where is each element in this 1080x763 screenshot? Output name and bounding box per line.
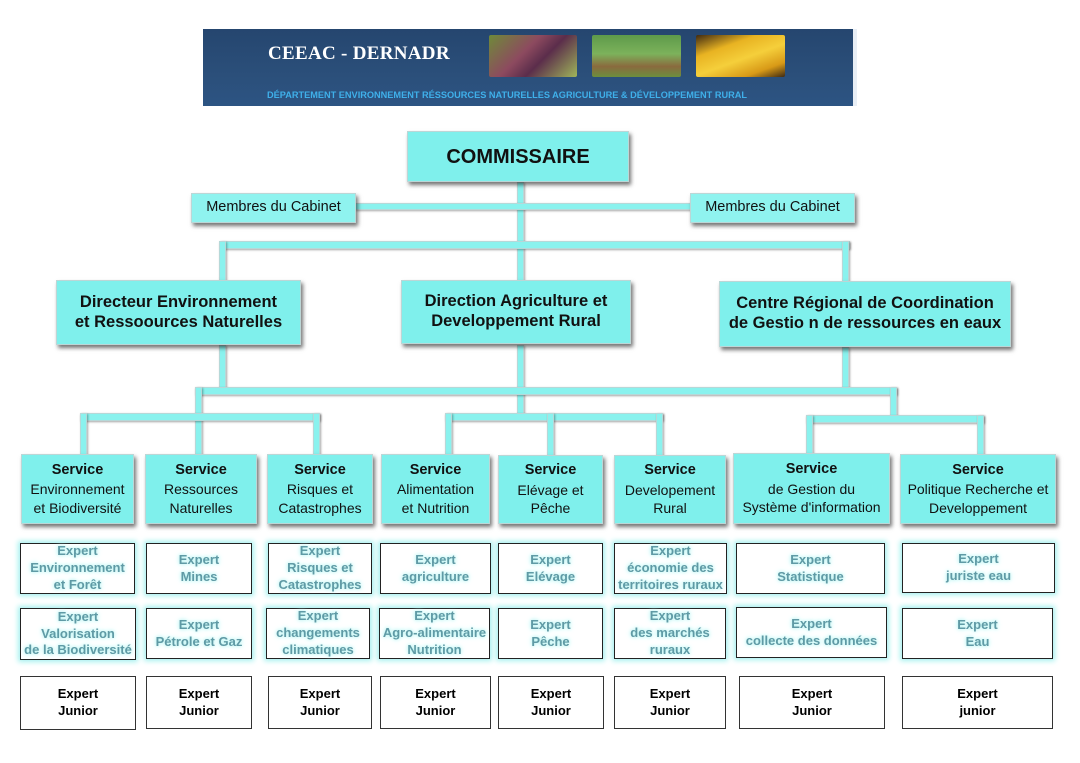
service-box: Service de Gestion du Système d'informati…	[733, 453, 890, 524]
service-label: de Gestion du Système d'information	[742, 480, 881, 516]
service-heading: Service	[175, 461, 227, 478]
service-label: Politique Recherche et Developpement	[907, 481, 1049, 516]
service-label: Risques et Catastrophes	[278, 481, 362, 516]
junior-expert-box: Expert Junior	[20, 676, 136, 730]
junior-expert-box: Expert Junior	[614, 676, 726, 729]
cabinet-right-box: Membres du Cabinet	[690, 193, 855, 223]
service-heading: Service	[952, 461, 1004, 478]
connector	[806, 415, 813, 455]
expert-box: Expert Environnement et Forêt	[20, 543, 135, 594]
header-banner: CEEAC - DERNADR DÉPARTEMENT ENVIRONNEMEN…	[203, 29, 857, 106]
connector	[80, 413, 320, 421]
service-heading: Service	[785, 461, 838, 478]
connector	[219, 345, 226, 389]
expert-box: Expert Pêche	[498, 608, 603, 659]
connector	[219, 241, 226, 281]
service-heading: Service	[409, 461, 462, 478]
service-heading: Service	[51, 461, 104, 478]
expert-box: Expert agriculture	[380, 543, 491, 594]
expert-box: Expert Statistique	[736, 543, 885, 594]
expert-box: Expert Risques et Catastrophes	[268, 543, 372, 594]
service-heading: Service	[524, 462, 577, 479]
connector	[977, 415, 984, 455]
connector	[220, 241, 850, 249]
expert-box: Expert Mines	[146, 543, 252, 594]
connector	[195, 387, 897, 395]
direction-agriculture-box: Direction Agriculture et Developpement R…	[401, 280, 631, 344]
service-label: Elévage et Pêche	[517, 481, 584, 517]
connector	[842, 347, 849, 389]
cabinet-left-box: Membres du Cabinet	[191, 193, 356, 223]
connector	[842, 241, 849, 283]
fruit-photo	[489, 35, 577, 77]
connector	[195, 387, 202, 455]
connector	[445, 413, 452, 456]
service-heading: Service	[644, 462, 696, 479]
connector	[80, 413, 87, 456]
connector	[517, 182, 524, 282]
connector	[656, 413, 663, 456]
connector	[313, 413, 320, 456]
banner-subtitle: DÉPARTEMENT ENVIRONNEMENT RÉSSOURCES NAT…	[267, 90, 747, 100]
connector	[355, 203, 691, 210]
junior-expert-box: Expert Junior	[380, 676, 491, 729]
expert-box: Expert Eau	[902, 608, 1053, 659]
expert-box: Expert changements climatiques	[266, 608, 370, 659]
connector	[547, 413, 554, 456]
service-heading: Service	[294, 461, 346, 478]
direction-eaux-box: Centre Régional de Coordination de Gesti…	[719, 281, 1011, 347]
connector	[517, 345, 524, 415]
expert-box: Expert collecte des données	[736, 607, 887, 658]
expert-box: Expert économie des territoires ruraux	[614, 543, 727, 594]
expert-box: Expert juriste eau	[902, 543, 1055, 593]
junior-expert-box: Expert junior	[902, 676, 1053, 729]
service-label: Ressources Naturelles	[164, 481, 238, 516]
expert-box: Expert Pétrole et Gaz	[146, 608, 252, 659]
direction-environnement-box: Directeur Environnement et Ressoources N…	[56, 280, 301, 345]
junior-expert-box: Expert Junior	[739, 676, 885, 729]
junior-expert-box: Expert Junior	[146, 676, 252, 729]
service-label: Alimentation et Nutrition	[396, 481, 475, 516]
junior-expert-box: Expert Junior	[498, 676, 604, 729]
connector	[890, 387, 897, 417]
farmers-photo	[592, 35, 681, 77]
service-label: Environnement et Biodiversité	[30, 481, 125, 516]
expert-box: Expert Valorisation de la Biodiversité	[20, 608, 136, 660]
banner-title: CEEAC - DERNADR	[268, 43, 450, 64]
banana-photo	[696, 35, 785, 77]
expert-box: Expert Agro-alimentaire Nutrition	[379, 608, 490, 659]
expert-box: Expert Elévage	[498, 543, 603, 594]
junior-expert-box: Expert Junior	[268, 676, 372, 729]
expert-box: Expert des marchés ruraux	[614, 608, 726, 659]
connector	[806, 415, 984, 423]
service-label: Developement Rural	[624, 481, 716, 517]
connector	[445, 413, 663, 421]
commissaire-box: COMMISSAIRE	[407, 131, 629, 182]
